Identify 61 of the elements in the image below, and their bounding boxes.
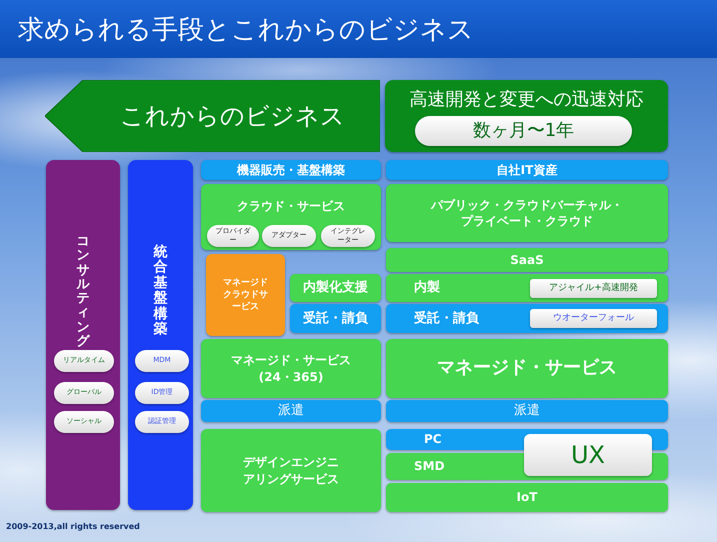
highlight-box (206, 254, 285, 336)
node-text: 受託・請負 (414, 310, 479, 328)
node-text: 統合基盤構築 (154, 245, 168, 338)
node-text: UX (570, 440, 605, 471)
node-text: 内製化支援 (303, 279, 368, 297)
node-text: マネージド・サービス (437, 356, 617, 380)
title: 求められる手段とこれからのビジネス (18, 14, 474, 46)
label-card (524, 434, 652, 476)
node-text: 高速開発と変更への迅速対応 (410, 88, 644, 112)
arrow-banner (45, 80, 380, 152)
service-box (386, 274, 668, 302)
node-text: 内製 (414, 279, 440, 297)
node-text: マネージド・サービス(24・365) (230, 352, 352, 385)
node-text: SaaS (510, 252, 544, 268)
node-text: 派遣 (278, 402, 304, 420)
service-box (386, 184, 668, 242)
service-box (201, 184, 381, 250)
tag-pill (207, 225, 259, 247)
service-box (201, 429, 381, 512)
node-text: 機器販売・基盤構築 (237, 162, 345, 178)
tag-pill (262, 225, 316, 247)
tag-pill (321, 225, 375, 247)
node-text: 受託・請負 (303, 310, 368, 328)
node-text: デザインエンジニアリングサービス (242, 454, 340, 487)
category-bar (386, 400, 668, 422)
node-text: SMD (414, 458, 445, 475)
node-text: 派遣 (514, 402, 540, 420)
tag-pill (135, 350, 189, 372)
node-text: クラウド・サービス (237, 198, 345, 214)
category-bar (201, 160, 381, 180)
tag-pill (135, 382, 189, 404)
service-box (290, 274, 381, 302)
node-text: アジャイル+高速開発 (549, 282, 638, 295)
copyright-note: 2009-2013,all rights reserved (6, 522, 140, 531)
node-text: これからのビジネス (120, 100, 345, 132)
node-text: 数ヶ月〜1年 (472, 118, 574, 143)
category-bar (290, 304, 381, 333)
service-box (201, 339, 381, 398)
category-bar (386, 160, 668, 180)
node-text: コンサルティング (76, 235, 90, 350)
banner-box (385, 80, 668, 152)
node-text: PC (424, 431, 442, 448)
tag-pill (415, 116, 632, 146)
column-panel (46, 160, 120, 510)
tag-pill (530, 309, 657, 328)
column-panel (128, 160, 193, 510)
service-box (386, 248, 668, 272)
tag-pill (54, 382, 114, 404)
tag-pill (530, 279, 657, 298)
service-box (386, 483, 668, 512)
node-text: 自社IT資産 (496, 162, 558, 178)
node-text: パブリック・クラウドバーチャル・プライベート・クラウド (430, 196, 624, 230)
service-box (386, 339, 668, 398)
node-text: IoT (516, 489, 538, 506)
category-bar (201, 400, 381, 422)
tag-pill (54, 411, 114, 433)
tag-pill (135, 411, 189, 433)
node-text: マネージドクラウドサービス (222, 276, 269, 314)
category-bar (386, 304, 668, 333)
tag-pill (54, 350, 114, 372)
node-text: ウオーターフォール (553, 312, 634, 325)
